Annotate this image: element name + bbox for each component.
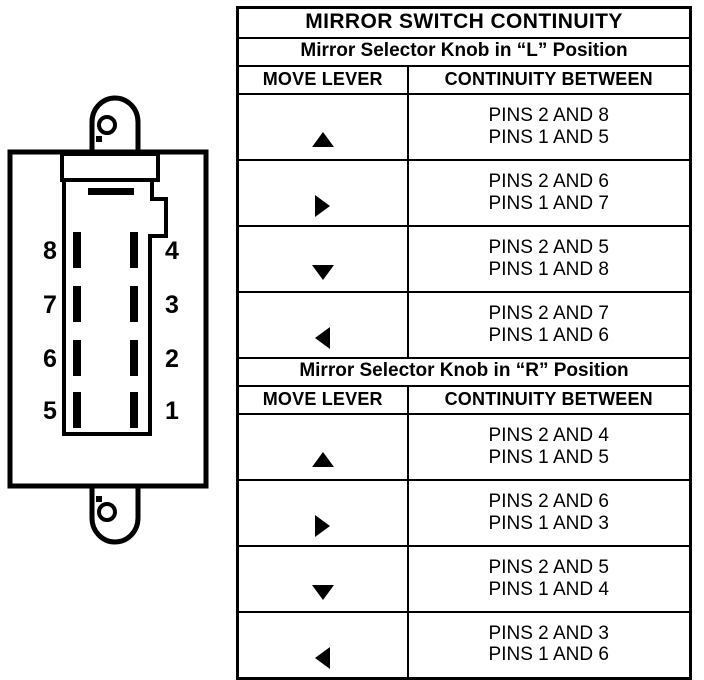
pin-label-right-0: 4 <box>165 237 179 265</box>
section-heading-l: Mirror Selector Knob in “L” Position <box>236 37 692 67</box>
section-heading-row-l: Mirror Selector Knob in “L” Position <box>236 37 692 67</box>
arrow-right-icon <box>315 195 331 217</box>
pins-line-2: PINS 1 AND 6 <box>488 324 609 346</box>
table-row: PINS 2 AND 8 PINS 1 AND 5 <box>236 93 692 161</box>
pin-label-left-0: 8 <box>43 237 57 265</box>
continuity-cell-r-0: PINS 2 AND 4 PINS 1 AND 5 <box>406 413 692 481</box>
arrow-down-icon <box>311 264 334 280</box>
lever-cell-l-0 <box>236 93 409 161</box>
pins-line-2: PINS 1 AND 8 <box>488 258 609 280</box>
lever-cell-l-2 <box>236 225 409 293</box>
pins-line-1: PINS 2 AND 7 <box>488 303 609 325</box>
arrow-up-icon <box>311 131 334 147</box>
lever-cell-r-0 <box>236 413 409 481</box>
pins-line-2: PINS 1 AND 7 <box>488 192 609 214</box>
continuity-cell-r-1: PINS 2 AND 6 PINS 1 AND 3 <box>406 479 692 547</box>
arrow-right-icon <box>315 515 331 537</box>
section-heading-r: Mirror Selector Knob in “R” Position <box>236 357 692 387</box>
pins-line-1: PINS 2 AND 5 <box>488 237 609 259</box>
section-heading-row-r: Mirror Selector Knob in “R” Position <box>236 357 692 387</box>
table-title-row: MIRROR SWITCH CONTINUITY <box>236 6 692 39</box>
column-header-row-r: MOVE LEVER CONTINUITY BETWEEN <box>236 385 692 415</box>
continuity-cell-r-2: PINS 2 AND 5 PINS 1 AND 4 <box>406 545 692 613</box>
pin-label-right-3: 1 <box>165 397 179 425</box>
pins-line-2: PINS 1 AND 5 <box>488 126 609 148</box>
pins-line-2: PINS 1 AND 5 <box>488 446 609 468</box>
pins-line-1: PINS 2 AND 8 <box>488 105 609 127</box>
lever-cell-r-2 <box>236 545 409 613</box>
column-header-row-l: MOVE LEVER CONTINUITY BETWEEN <box>236 65 692 95</box>
connector-svg: 8 7 6 5 4 3 2 1 <box>7 95 209 545</box>
top-tab-hole <box>97 115 117 135</box>
column-header-continuity-l: CONTINUITY BETWEEN <box>406 65 692 95</box>
pin-label-left-1: 7 <box>43 291 57 319</box>
continuity-cell-r-3: PINS 2 AND 3 PINS 1 AND 6 <box>406 611 692 679</box>
lever-cell-r-1 <box>236 479 409 547</box>
pins-line-2: PINS 1 AND 4 <box>488 578 609 600</box>
terminal-blade-pin-6 <box>73 340 81 376</box>
table-title: MIRROR SWITCH CONTINUITY <box>236 6 692 39</box>
terminal-blade-pin-8 <box>73 232 81 268</box>
lever-cell-r-3 <box>236 611 409 679</box>
table-row: PINS 2 AND 5 PINS 1 AND 8 <box>236 225 692 293</box>
arrow-up-icon <box>311 451 334 467</box>
column-header-continuity-r: CONTINUITY BETWEEN <box>406 385 692 415</box>
table-row: PINS 2 AND 4 PINS 1 AND 5 <box>236 413 692 481</box>
continuity-cell-l-0: PINS 2 AND 8 PINS 1 AND 5 <box>406 93 692 161</box>
continuity-cell-l-2: PINS 2 AND 5 PINS 1 AND 8 <box>406 225 692 293</box>
arrow-left-icon <box>315 646 331 669</box>
pin-label-left-3: 5 <box>43 397 57 425</box>
connector-inner-body <box>62 178 168 436</box>
lever-cell-l-1 <box>236 159 409 227</box>
terminal-blade-pin-7 <box>73 286 81 322</box>
pin-label-right-1: 3 <box>165 291 179 319</box>
continuity-cell-l-1: PINS 2 AND 6 PINS 1 AND 7 <box>406 159 692 227</box>
column-header-move-lever-r: MOVE LEVER <box>236 385 409 415</box>
pins-line-1: PINS 2 AND 5 <box>488 557 609 579</box>
pin-label-left-2: 6 <box>43 345 57 373</box>
table-row: PINS 2 AND 3 PINS 1 AND 6 <box>236 611 692 679</box>
arrow-down-icon <box>311 584 334 600</box>
lever-cell-l-3 <box>236 291 409 359</box>
terminal-blade-pin-3 <box>130 286 138 322</box>
terminal-blade-pin-5 <box>73 392 81 428</box>
pins-line-1: PINS 2 AND 3 <box>488 622 609 644</box>
mirror-switch-connector-diagram: 8 7 6 5 4 3 2 1 <box>0 0 232 660</box>
pins-line-1: PINS 2 AND 6 <box>488 171 609 193</box>
continuity-cell-l-3: PINS 2 AND 7 PINS 1 AND 6 <box>406 291 692 359</box>
top-tab-square-mark <box>96 136 102 142</box>
column-header-move-lever-l: MOVE LEVER <box>236 65 409 95</box>
terminal-blade-pin-4 <box>130 232 138 268</box>
pins-line-1: PINS 2 AND 6 <box>488 491 609 513</box>
table-row: PINS 2 AND 7 PINS 1 AND 6 <box>236 291 692 359</box>
table-row: PINS 2 AND 5 PINS 1 AND 4 <box>236 545 692 613</box>
terminal-blade-pin-2 <box>130 340 138 376</box>
pins-line-2: PINS 1 AND 3 <box>488 512 609 534</box>
terminal-blade-pin-1 <box>130 392 138 428</box>
pins-line-1: PINS 2 AND 4 <box>488 425 609 447</box>
connector-top-cap <box>60 152 160 182</box>
mirror-switch-continuity-table: MIRROR SWITCH CONTINUITY Mirror Selector… <box>236 6 692 680</box>
pins-line-2: PINS 1 AND 6 <box>488 644 609 666</box>
bottom-tab-hole <box>97 502 117 522</box>
pin-label-right-2: 2 <box>165 345 179 373</box>
terminal-blade-top <box>88 188 134 195</box>
table-row: PINS 2 AND 6 PINS 1 AND 7 <box>236 159 692 227</box>
table-row: PINS 2 AND 6 PINS 1 AND 3 <box>236 479 692 547</box>
arrow-left-icon <box>315 327 331 349</box>
bottom-tab-square-mark <box>96 496 102 502</box>
